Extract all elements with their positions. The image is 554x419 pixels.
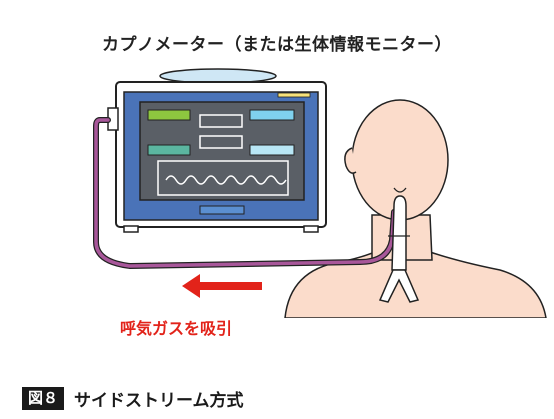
indicator-yellow [277, 92, 311, 98]
airway-y-connector [378, 269, 420, 303]
airway-tube [391, 195, 407, 271]
value-box-bottom [199, 135, 243, 149]
figure-caption-text: サイドストリーム方式 [74, 390, 244, 411]
figure-caption: 図８ サイドストリーム方式 [22, 386, 244, 411]
waveform-box [157, 160, 289, 196]
flow-arrow [182, 274, 262, 298]
flow-label: 呼気ガスを吸引 [120, 319, 233, 338]
monitor-button [199, 205, 245, 215]
patient-nose [393, 187, 407, 193]
value-box-top [199, 114, 243, 128]
capnography-waveform [165, 175, 287, 185]
diagram-title: カプノメーター（または生体情報モニター） [102, 35, 452, 55]
monitor-foot-right [303, 225, 319, 233]
patient-ear [344, 147, 357, 174]
indicator-teal [147, 144, 191, 156]
monitor-foot-left [123, 225, 139, 233]
indicator-green [147, 109, 191, 121]
indicator-blue-bottom [249, 144, 295, 156]
figure-badge: 図８ [22, 386, 65, 410]
indicator-blue-top [249, 109, 295, 121]
monitor-top-lid [159, 68, 277, 84]
